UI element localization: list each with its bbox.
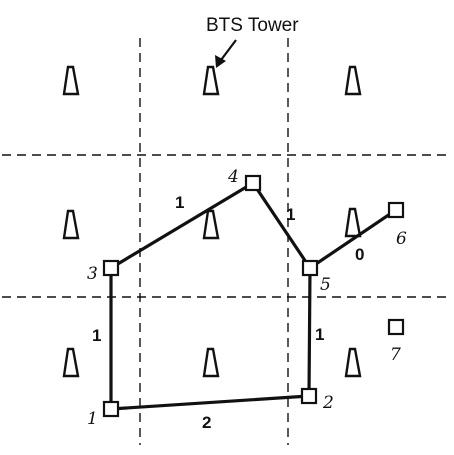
- edge-weights: 2 1 1 1 1 0: [92, 193, 364, 432]
- edge-weight-5-2: 1: [315, 325, 324, 344]
- cell-grid: [2, 38, 450, 445]
- node-3: [102, 259, 120, 277]
- bts-tower-annotation: BTS Tower: [206, 15, 299, 68]
- edge-5-2: [307, 266, 312, 398]
- edge-5-6: [308, 208, 398, 270]
- node-label-7: 7: [390, 345, 401, 365]
- edge-weight-5-6: 0: [355, 245, 364, 264]
- bts-tower-icon: [62, 347, 80, 378]
- edge-3-4: [109, 181, 255, 270]
- node-labels: 1 2 3 4 5 6 7: [87, 167, 407, 429]
- bts-tower-icon: [344, 347, 362, 378]
- edges: [109, 181, 398, 411]
- node-label-1: 1: [87, 409, 98, 429]
- node-4: [244, 174, 262, 192]
- edge-4-5: [251, 181, 312, 270]
- edge-1-2: [109, 394, 311, 411]
- node-6: [387, 201, 405, 219]
- annotation-arrow-head: [215, 55, 226, 68]
- bts-tower-icon: [344, 65, 362, 96]
- node-7: [387, 318, 405, 336]
- annotation-arrow: [220, 39, 237, 61]
- bts-tower-icon: [344, 207, 362, 238]
- node-label-5: 5: [320, 275, 331, 295]
- edge-weight-1-3: 1: [92, 326, 101, 345]
- bts-tower-icon: [62, 65, 80, 96]
- node-5: [301, 259, 319, 277]
- nodes: [102, 174, 405, 418]
- node-label-3: 3: [87, 264, 98, 284]
- node-1: [102, 400, 120, 418]
- edge-weight-3-4: 1: [175, 193, 184, 212]
- node-label-6: 6: [396, 229, 407, 249]
- node-2: [300, 387, 318, 405]
- bts-tower-icon: [202, 65, 220, 96]
- bts-tower-icon: [202, 347, 220, 378]
- edge-weight-1-2: 2: [202, 413, 211, 432]
- node-label-4: 4: [227, 167, 239, 187]
- towers: [62, 65, 362, 378]
- node-label-2: 2: [322, 393, 334, 413]
- bts-tower-icon: [62, 209, 80, 240]
- edge-weight-4-5: 1: [286, 205, 295, 224]
- annotation-text: BTS Tower: [206, 15, 299, 36]
- bts-tower-icon: [202, 209, 220, 240]
